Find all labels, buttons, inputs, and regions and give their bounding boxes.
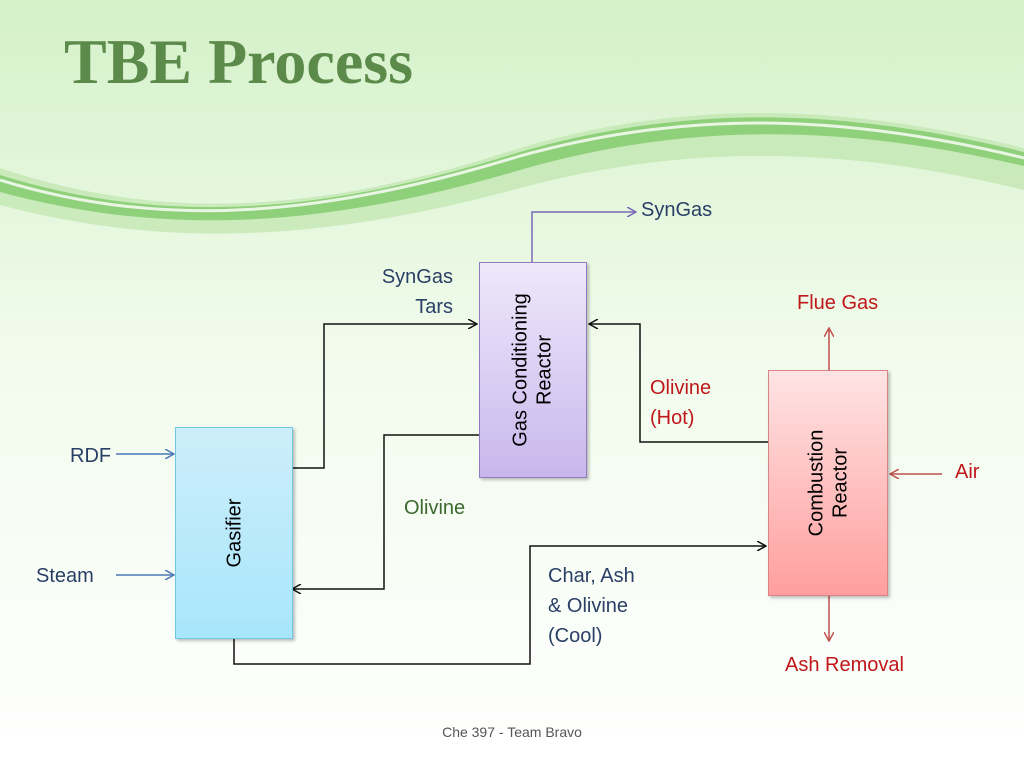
char-ash-olivine-line-1: Char, Ash (548, 565, 635, 587)
gas-conditioning-reactor-label: Gas Conditioning Reactor (509, 293, 557, 446)
syngas-tars-line-1: SynGas (381, 266, 453, 288)
combustion-reactor-box: Combustion Reactor (768, 370, 888, 596)
combustion-label-line-1: Combustion (805, 429, 827, 537)
slide-title: TBE Process (64, 26, 414, 97)
gasifier-label: Gasifier (223, 498, 245, 568)
syngas-tars-arrow (291, 324, 477, 469)
steam-label: Steam (36, 565, 94, 587)
ash-removal-label: Ash Removal (785, 654, 904, 676)
gcr-label-line-2: Reactor (534, 334, 556, 406)
syngas-tars-line-2: Tars (415, 296, 453, 318)
olivine-return-arrow (292, 434, 479, 589)
olivine-hot-line-2: (Hot) (650, 407, 695, 429)
rdf-label: RDF (70, 445, 112, 467)
char-ash-olivine-label: Char, Ash & Olivine (Cool) (548, 561, 635, 651)
olivine-hot-arrow (589, 324, 768, 443)
gcr-label-line-1: Gas Conditioning (510, 293, 532, 447)
gasifier-box: Gasifier (175, 427, 293, 639)
slide-footer: Che 397 - Team Bravo (442, 724, 582, 740)
char-ash-olivine-arrow (233, 546, 766, 665)
char-ash-olivine-line-2: & Olivine (548, 595, 629, 617)
olivine-hot-label: Olivine (Hot) (650, 373, 711, 433)
gas-conditioning-reactor-box: Gas Conditioning Reactor (479, 262, 587, 478)
syngas-out-label: SynGas (641, 199, 713, 221)
syngas-tars-label: SynGas Tars (340, 262, 453, 322)
olivine-hot-line-1: Olivine (650, 377, 712, 399)
wave-decoration (0, 112, 1024, 234)
air-label: Air (955, 461, 980, 483)
combustion-label-line-2: Reactor (829, 447, 851, 519)
combustion-reactor-label: Combustion Reactor (804, 430, 852, 537)
wave-band (0, 117, 1024, 221)
flue-gas-label: Flue Gas (797, 292, 879, 314)
syngas-out-arrow (531, 212, 636, 262)
char-ash-olivine-line-3: (Cool) (548, 625, 603, 647)
olivine-label: Olivine (404, 497, 466, 519)
